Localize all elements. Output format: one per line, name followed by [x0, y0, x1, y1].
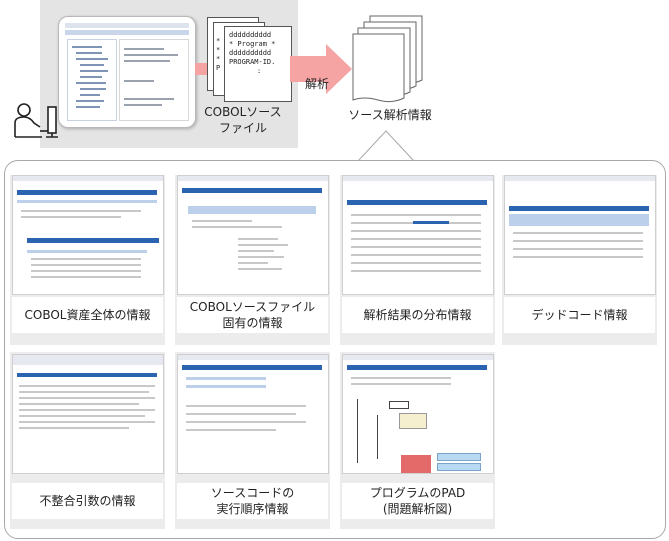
card-dead-code: デッドコード情報: [502, 175, 657, 345]
card-program-pad: プログラムのPAD(問題解析図): [340, 352, 495, 529]
card-label: デッドコード情報: [504, 297, 655, 333]
card-screenshot: [342, 175, 494, 295]
code-line: * Program *: [229, 40, 276, 48]
code-line: PROGRAM-ID.: [229, 58, 276, 66]
cobol-source-label: COBOLソース ファイル: [204, 105, 282, 135]
card-screenshot: [177, 175, 329, 295]
card-screenshot: [342, 354, 494, 474]
code-line: dddddddddd: [229, 31, 272, 39]
analysis-arrow-label: 解析: [304, 77, 329, 91]
card-inconsistent-args: 不整合引数の情報: [10, 352, 165, 529]
document-stack-icon: [352, 15, 423, 103]
card-label: COBOLソースファイル固有の情報: [177, 297, 328, 333]
source-analysis-info-label: ソース解析情報: [348, 108, 432, 122]
card-label: プログラムのPAD(問題解析図): [342, 483, 493, 519]
card-screenshot: [12, 354, 164, 474]
card-cobol-source-file: COBOLソースファイル固有の情報: [175, 175, 330, 345]
code-line: :: [257, 67, 262, 75]
cobol-source-page: dddddddddd * Program * dddddddddd PROGRA…: [224, 26, 292, 102]
right-arrow-icon: [290, 44, 352, 94]
card-label: 不整合引数の情報: [12, 483, 163, 519]
card-label: COBOL資産全体の情報: [12, 297, 163, 333]
callout-pointer: [357, 130, 415, 162]
analyzer-screenshot: [58, 16, 196, 128]
card-cobol-assets: COBOL資産全体の情報: [10, 175, 165, 345]
card-label: 解析結果の分布情報: [342, 297, 493, 333]
code-line: dddddddddd: [229, 49, 272, 57]
card-screenshot: [504, 175, 656, 295]
user-at-computer-icon: [14, 103, 58, 138]
card-execution-order: ソースコードの実行順序情報: [175, 352, 330, 529]
card-screenshot: [12, 175, 164, 295]
card-screenshot: [177, 354, 329, 474]
card-label: ソースコードの実行順序情報: [177, 483, 328, 519]
card-distribution: 解析結果の分布情報: [340, 175, 495, 345]
